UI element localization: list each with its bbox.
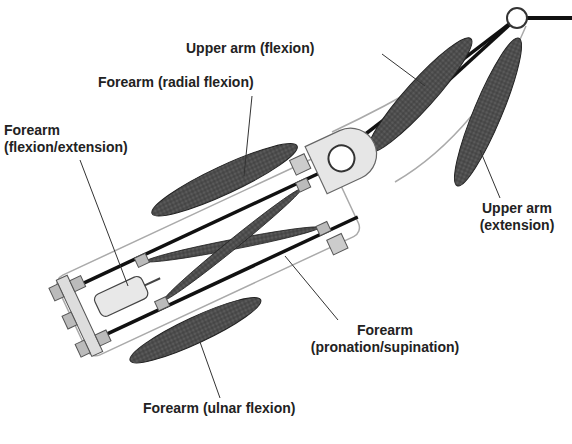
radial-flexion-muscle [146, 133, 303, 226]
elbow-block [327, 234, 348, 255]
leader-line [244, 96, 252, 176]
part-label: Forearm (flexion/extension) [4, 122, 149, 156]
leader-line [382, 54, 425, 86]
wrist-block [49, 284, 64, 301]
upper-arm-extension-muscle [444, 33, 532, 191]
part-label: Forearm (radial flexion) [98, 74, 298, 91]
ulnar-flexion-muscle [125, 288, 266, 372]
leader-line [200, 342, 220, 398]
anchor-block [155, 297, 170, 311]
elbow-block [290, 154, 311, 175]
wrist-plate [56, 275, 102, 356]
anchor-block [316, 222, 331, 236]
wrist-block [62, 312, 77, 329]
part-label: Forearm (ulnar flexion) [143, 400, 383, 417]
actuator-rod [145, 278, 160, 285]
elbow-hinge [324, 141, 359, 176]
elbow-housing [305, 120, 385, 194]
part-label: Forearm (pronation/supination) [300, 322, 470, 356]
leader-line [285, 256, 338, 320]
flexion-extension-actuator [93, 275, 150, 319]
anchor-block [134, 253, 149, 267]
leader-line [80, 160, 128, 286]
wrist-block [95, 330, 111, 346]
wrist-block [70, 276, 86, 292]
anchor-block [296, 178, 311, 192]
shoulder-joint [507, 8, 527, 28]
leader-line [480, 150, 500, 198]
wrist-block [75, 340, 90, 357]
part-label: Upper arm (extension) [468, 200, 566, 234]
part-label: Upper arm (flexion) [186, 40, 386, 57]
